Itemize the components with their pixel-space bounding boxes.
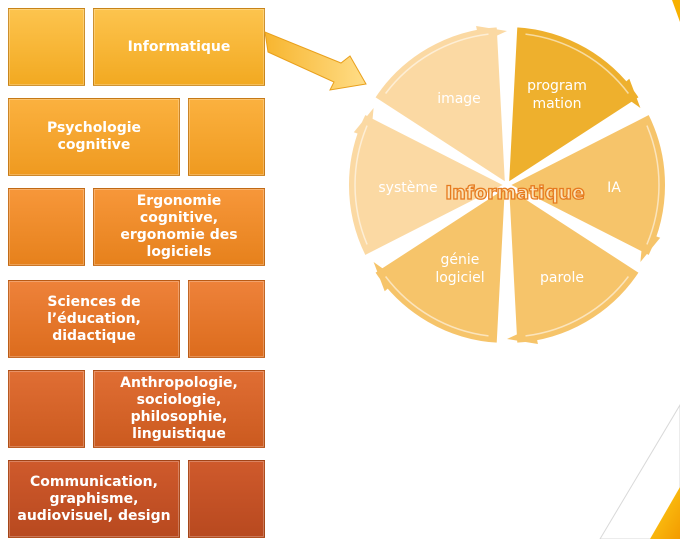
discipline-box: Anthropologie, sociologie, philosophie, … <box>93 370 265 448</box>
cycle-segment-rim <box>354 125 368 245</box>
discipline-label: Psychologie cognitive <box>46 120 142 153</box>
cycle-center-label: Informatique <box>445 182 585 204</box>
cycle-segment-label: IA <box>607 180 621 196</box>
cycle-segment-rim <box>385 276 489 337</box>
discipline-side-box <box>188 98 265 176</box>
discipline-side-box <box>8 8 85 86</box>
cycle-segment <box>504 181 644 347</box>
slide-accent-shape <box>672 0 680 22</box>
discipline-label: Ergonomie cognitive, ergonomie des logic… <box>120 193 238 260</box>
discipline-side-box <box>188 460 265 538</box>
cycle-segment-rim <box>525 276 629 337</box>
cycle-segment-rim <box>385 33 489 94</box>
cycle-segment <box>370 23 510 189</box>
cycle-arrowhead <box>640 231 661 262</box>
discipline-label: Informatique <box>127 38 231 55</box>
cycle-segment <box>370 181 510 347</box>
connector-arrow <box>264 31 367 91</box>
discipline-box: Ergonomie cognitive, ergonomie des logic… <box>93 188 265 266</box>
cycle-segment-rim <box>646 125 660 245</box>
cycle-segment-label: parole <box>540 270 584 286</box>
discipline-box: Communication, graphisme, audiovisuel, d… <box>8 460 180 538</box>
cycle-arrowhead <box>476 26 507 44</box>
cycle-arrowhead <box>353 108 374 139</box>
discipline-box: Psychologie cognitive <box>8 98 180 176</box>
cycle-segment <box>345 109 512 261</box>
cycle-segment-label: image <box>437 91 481 107</box>
slide-accent-shape <box>599 404 680 539</box>
cycle-segment-rim <box>525 33 629 94</box>
discipline-label: Communication, graphisme, audiovisuel, d… <box>17 473 171 524</box>
discipline-side-box <box>188 280 265 358</box>
cycle-segment-label: système <box>378 180 437 196</box>
cycle-arrowhead <box>507 326 538 344</box>
cycle-segment <box>502 109 669 261</box>
discipline-box: Sciences de l’éducation, didactique <box>8 280 180 358</box>
discipline-side-box <box>8 370 85 448</box>
discipline-label: Anthropologie, sociologie, philosophie, … <box>120 375 238 442</box>
slide-accent-shape <box>650 487 680 539</box>
cycle-segment <box>504 23 644 189</box>
discipline-side-box <box>8 188 85 266</box>
discipline-label: Sciences de l’éducation, didactique <box>47 293 141 344</box>
discipline-box: Informatique <box>93 8 265 86</box>
